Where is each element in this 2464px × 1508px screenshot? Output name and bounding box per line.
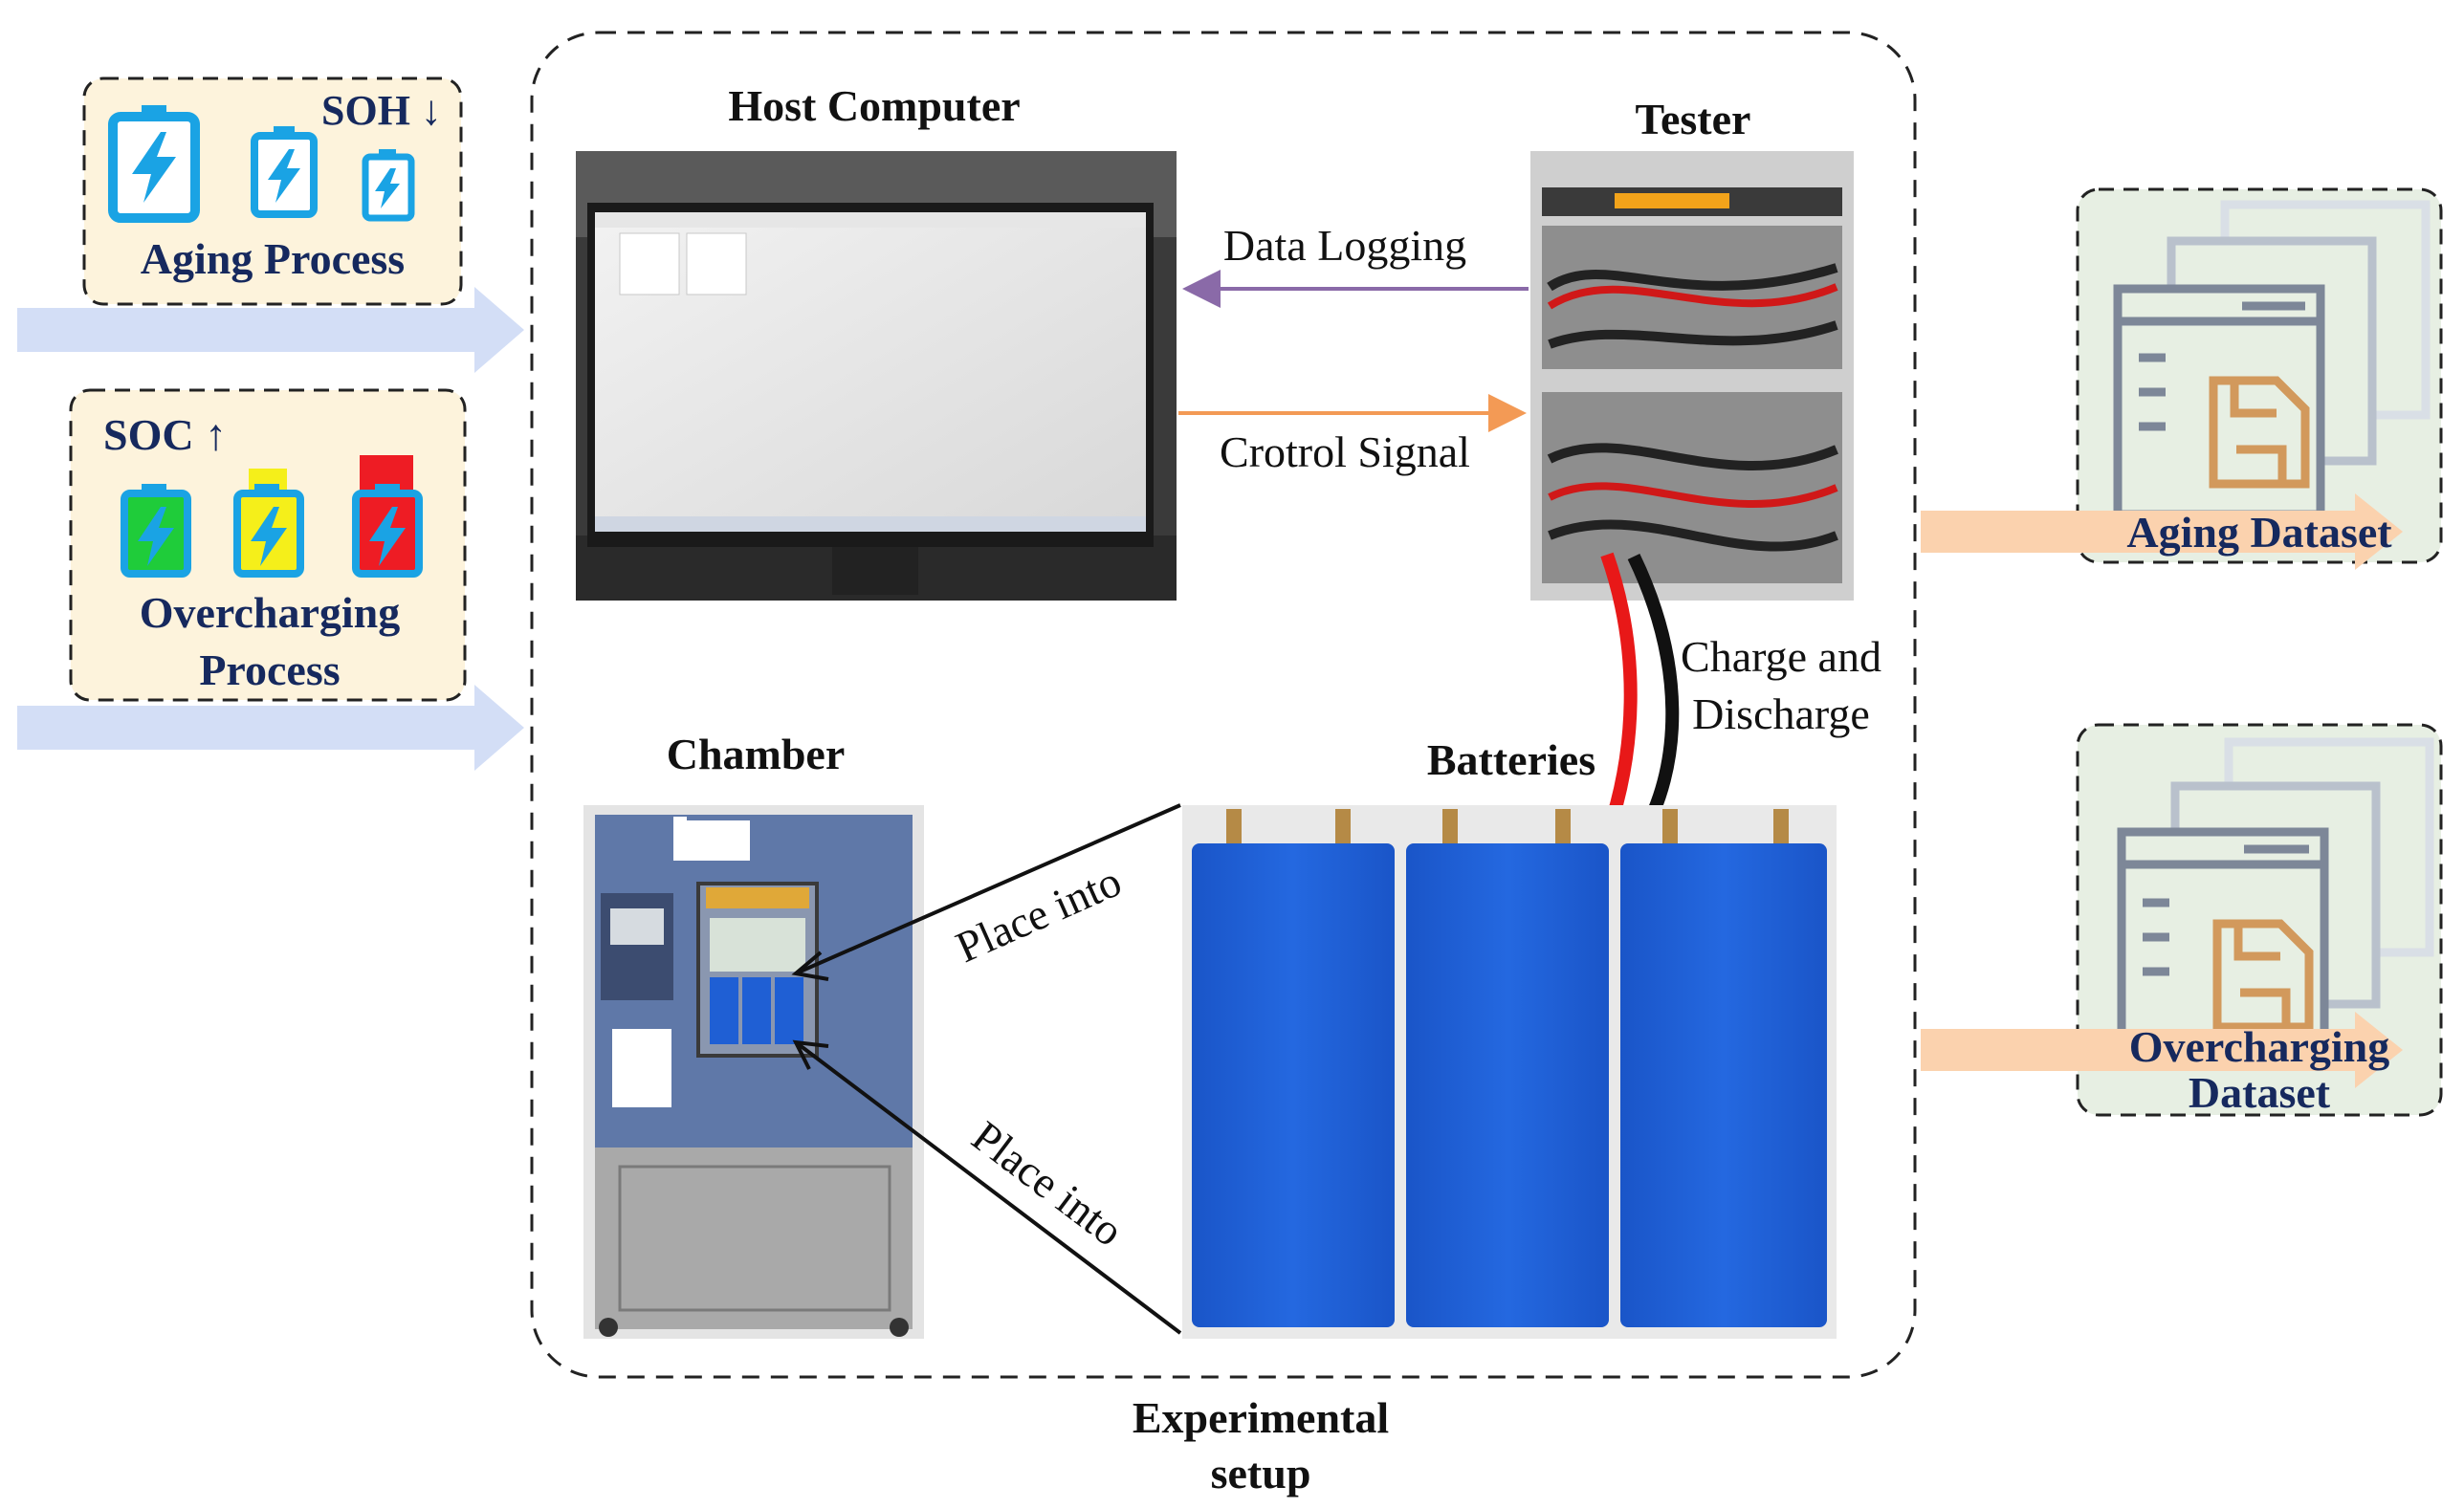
- aging-process-panel: SOH ↓ Aging Process: [82, 76, 463, 306]
- battery-icon-red: [352, 455, 423, 578]
- dataset-document-icon: [2113, 200, 2431, 519]
- host-computer-photo: [576, 151, 1177, 601]
- place-into-arrows: [791, 803, 1182, 1335]
- chamber-photo: [583, 805, 924, 1339]
- overcharging-process-panel: SOC ↑ Overcharging Process: [69, 388, 467, 702]
- input-arrow-aging: [17, 287, 524, 373]
- charge-discharge-line1: Charge and: [1681, 632, 1881, 681]
- overcharging-dataset-label-line2: Dataset: [2189, 1068, 2331, 1117]
- place-into-upper-label: Place into: [949, 856, 1129, 972]
- chamber-label: Chamber: [667, 730, 846, 778]
- experimental-setup-frame: [530, 31, 1917, 1379]
- batteries-photo: [1182, 805, 1837, 1339]
- data-logging-label: Data Logging: [1223, 221, 1466, 270]
- battery-icon-small: [362, 149, 415, 222]
- output-arrow-aging: [1921, 493, 2403, 570]
- battery-icon-green: [121, 484, 191, 578]
- battery-icon-medium: [251, 126, 318, 218]
- soh-label: SOH ↓: [321, 87, 442, 134]
- battery-icon-large: [108, 105, 200, 223]
- input-arrow-overcharging: [17, 685, 524, 771]
- dataset-document-icon: [2117, 737, 2434, 1062]
- batteries-label: Batteries: [1427, 735, 1595, 784]
- soc-label: SOC ↑: [103, 410, 227, 459]
- charge-discharge-line2: Discharge: [1692, 689, 1870, 738]
- aging-dataset-box: [2076, 187, 2443, 564]
- experimental-setup-caption-line1: Experimental: [1133, 1393, 1389, 1442]
- tester-photo: [1530, 151, 1854, 601]
- aging-process-title: Aging Process: [141, 234, 405, 283]
- overcharging-dataset-label-line1: Overcharging: [2129, 1022, 2390, 1071]
- experimental-setup-caption-line2: setup: [1211, 1449, 1311, 1497]
- host-computer-label: Host Computer: [728, 81, 1020, 130]
- aging-dataset-label: Aging Dataset: [2126, 508, 2392, 557]
- overcharging-title-line1: Overcharging: [140, 588, 401, 637]
- overcharging-title-line2: Process: [199, 645, 340, 694]
- tester-label: Tester: [1636, 95, 1751, 143]
- battery-icon-yellow: [233, 469, 304, 578]
- overcharging-dataset-box: [2076, 723, 2443, 1117]
- output-arrow-overcharging: [1921, 1012, 2403, 1088]
- control-signal-label: Crotrol Signal: [1220, 427, 1470, 476]
